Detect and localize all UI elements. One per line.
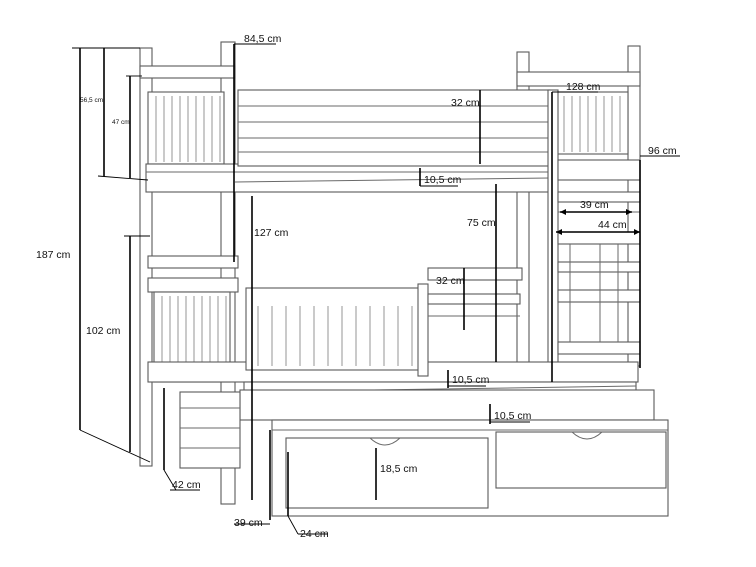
label-step-inner: 39 cm <box>580 199 609 211</box>
label-lower-rail-height: 10,5 cm <box>452 374 490 386</box>
bed-frame <box>139 41 669 517</box>
label-lower-section-height: 102 cm <box>86 325 121 337</box>
upper-left-headboard <box>139 65 236 165</box>
label-bottom-depth: 39 cm <box>234 517 263 529</box>
label-drawer-depth: 24 cm <box>300 528 329 540</box>
label-upper-sleep-height: 75 cm <box>467 217 496 229</box>
label-step-outer: 44 cm <box>598 219 627 231</box>
right-front-post <box>627 45 641 367</box>
ladder <box>547 89 641 381</box>
label-trundle-rail-height: 10,5 cm <box>494 410 532 422</box>
label-ladder-width: 96 cm <box>648 145 677 157</box>
label-clearance: 127 cm <box>254 227 289 239</box>
label-top-section-height: 56,5 cm <box>80 97 103 104</box>
upper-bed <box>145 89 557 193</box>
label-upper-rail-height: 10,5 cm <box>424 174 462 186</box>
label-lower-panel-height: 32 cm <box>436 275 465 287</box>
label-leg-width: 42 cm <box>172 479 201 491</box>
label-total-height: 187 cm <box>36 249 71 261</box>
drawers <box>285 431 667 509</box>
label-width-top: 84,5 cm <box>244 33 282 45</box>
label-ladder-height: 128 cm <box>566 81 601 93</box>
label-top-guard-height: 47 cm <box>112 119 130 126</box>
label-drawer-height: 18,5 cm <box>380 463 418 475</box>
dimension-lines <box>72 43 680 535</box>
label-top-panel-height: 32 cm <box>451 97 480 109</box>
dimension-labels: 187 cm 56,5 cm 47 cm 102 cm 42 cm 84,5 c… <box>36 33 677 540</box>
